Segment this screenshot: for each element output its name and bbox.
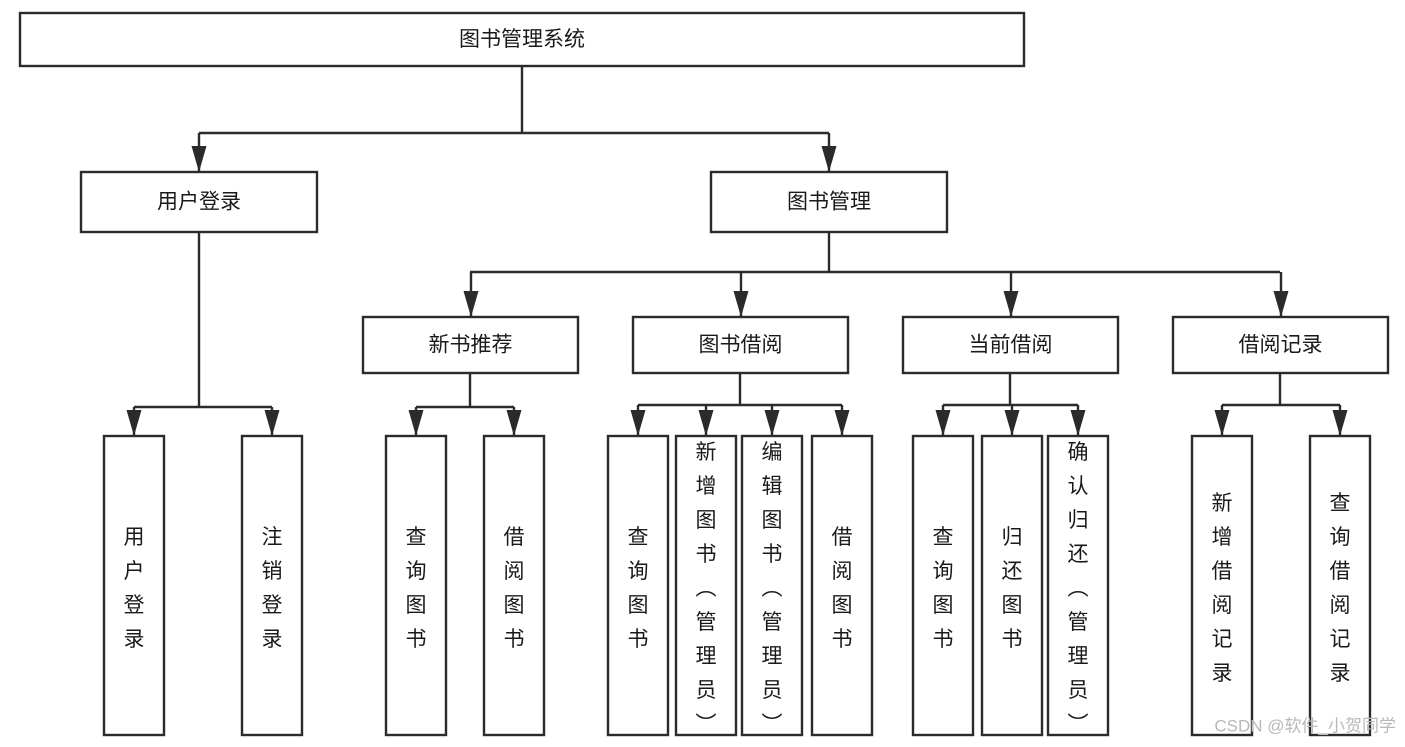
node-leaf-rec-search[interactable]: 查询借阅记录 (1308, 434, 1372, 737)
node-borrow-record[interactable]: 借阅记录 (1171, 315, 1390, 375)
arrowhead-new-book-rec (463, 291, 479, 317)
arrowhead-leaf-user-login (126, 410, 142, 436)
arrowhead-leaf-borrow-add (698, 410, 714, 436)
node-label-leaf-cur-query: 查询图书 (933, 526, 954, 651)
node-leaf-cur-confirm[interactable]: 确认归还︵管理员︶ (1046, 434, 1110, 737)
node-box-leaf-borrow-edit[interactable] (740, 434, 804, 737)
node-layer: 图书管理系统用户登录图书管理新书推荐图书借阅当前借阅借阅记录用户登录注销登录查询… (18, 11, 1390, 737)
arrowhead-leaf-borrow-do (834, 410, 850, 436)
arrowhead-leaf-rec-borrow (506, 410, 522, 436)
node-box-leaf-rec-add[interactable] (1190, 434, 1254, 737)
node-box-leaf-user-logout[interactable] (240, 434, 304, 737)
node-user-login[interactable]: 用户登录 (79, 170, 319, 234)
node-leaf-user-login[interactable]: 用户登录 (102, 434, 166, 737)
node-label-leaf-rec-search: 查询借阅记录 (1330, 492, 1351, 685)
node-leaf-user-logout[interactable]: 注销登录 (240, 434, 304, 737)
node-leaf-borrow-edit[interactable]: 编辑图书︵管理员︶ (740, 434, 804, 737)
arrowhead-leaf-cur-query (935, 410, 951, 436)
arrowhead-leaf-rec-add (1214, 410, 1230, 436)
node-label-root: 图书管理系统 (459, 28, 585, 51)
node-root[interactable]: 图书管理系统 (18, 11, 1026, 68)
arrowhead-leaf-cur-return (1004, 410, 1020, 436)
node-box-leaf-borrow-query[interactable] (606, 434, 670, 737)
node-box-book-manage[interactable] (709, 170, 949, 234)
node-book-borrow[interactable]: 图书借阅 (631, 315, 850, 375)
node-label-leaf-rec-add: 新增借阅记录 (1212, 492, 1233, 685)
node-leaf-cur-return[interactable]: 归还图书 (980, 434, 1044, 737)
node-label-leaf-rec-query: 查询图书 (406, 526, 427, 651)
arrowhead-leaf-borrow-edit (764, 410, 780, 436)
node-label-leaf-user-logout: 注销登录 (262, 526, 283, 651)
node-label-leaf-cur-return: 归还图书 (1002, 526, 1023, 651)
node-box-leaf-rec-search[interactable] (1308, 434, 1372, 737)
node-label-current-borrow: 当前借阅 (969, 334, 1053, 357)
node-label-book-borrow: 图书借阅 (699, 334, 783, 357)
node-leaf-cur-query[interactable]: 查询图书 (911, 434, 975, 737)
node-label-new-book-rec: 新书推荐 (429, 334, 513, 357)
node-leaf-borrow-add[interactable]: 新增图书︵管理员︶ (674, 434, 738, 737)
node-box-borrow-record[interactable] (1171, 315, 1390, 375)
node-box-leaf-borrow-add[interactable] (674, 434, 738, 737)
arrowhead-book-borrow (733, 291, 749, 317)
node-label-leaf-cur-confirm: 确认归还︵管理员︶ (1068, 441, 1089, 736)
node-new-book-rec[interactable]: 新书推荐 (361, 315, 580, 375)
node-label-book-manage: 图书管理 (787, 191, 871, 214)
arrowhead-current-borrow (1003, 291, 1019, 317)
node-box-leaf-user-login[interactable] (102, 434, 166, 737)
arrowhead-leaf-rec-search (1332, 410, 1348, 436)
node-label-leaf-borrow-edit: 编辑图书︵管理员︶ (762, 441, 783, 736)
node-leaf-borrow-query[interactable]: 查询图书 (606, 434, 670, 737)
watermark-layer: CSDN @软件_小贺同学 (1214, 716, 1396, 735)
node-box-user-login[interactable] (79, 170, 319, 234)
node-box-leaf-cur-confirm[interactable] (1046, 434, 1110, 737)
arrowhead-leaf-cur-confirm (1070, 410, 1086, 436)
node-label-user-login: 用户登录 (157, 191, 241, 214)
node-label-borrow-record: 借阅记录 (1239, 334, 1323, 357)
node-leaf-rec-add[interactable]: 新增借阅记录 (1190, 434, 1254, 737)
node-box-leaf-rec-borrow[interactable] (482, 434, 546, 737)
node-leaf-rec-borrow[interactable]: 借阅图书 (482, 434, 546, 737)
arrowhead-book-manage (821, 146, 837, 172)
node-leaf-borrow-do[interactable]: 借阅图书 (810, 434, 874, 737)
arrowhead-user-login (191, 146, 207, 172)
node-label-leaf-borrow-query: 查询图书 (628, 526, 649, 651)
node-current-borrow[interactable]: 当前借阅 (901, 315, 1120, 375)
node-leaf-rec-query[interactable]: 查询图书 (384, 434, 448, 737)
arrowhead-leaf-borrow-query (630, 410, 646, 436)
node-box-current-borrow[interactable] (901, 315, 1120, 375)
arrowhead-borrow-record (1273, 291, 1289, 317)
node-box-leaf-cur-return[interactable] (980, 434, 1044, 737)
node-box-book-borrow[interactable] (631, 315, 850, 375)
connector-layer (126, 66, 1348, 436)
node-box-root[interactable] (18, 11, 1026, 68)
node-label-leaf-rec-borrow: 借阅图书 (504, 526, 525, 651)
node-box-leaf-rec-query[interactable] (384, 434, 448, 737)
csdn-watermark: CSDN @软件_小贺同学 (1214, 716, 1396, 735)
node-box-new-book-rec[interactable] (361, 315, 580, 375)
node-box-leaf-borrow-do[interactable] (810, 434, 874, 737)
node-book-manage[interactable]: 图书管理 (709, 170, 949, 234)
node-box-leaf-cur-query[interactable] (911, 434, 975, 737)
node-label-leaf-borrow-do: 借阅图书 (832, 526, 853, 651)
arrowhead-leaf-rec-query (408, 410, 424, 436)
node-label-leaf-user-login: 用户登录 (124, 526, 145, 651)
arrowhead-leaf-user-logout (264, 410, 280, 436)
node-label-leaf-borrow-add: 新增图书︵管理员︶ (696, 441, 717, 736)
